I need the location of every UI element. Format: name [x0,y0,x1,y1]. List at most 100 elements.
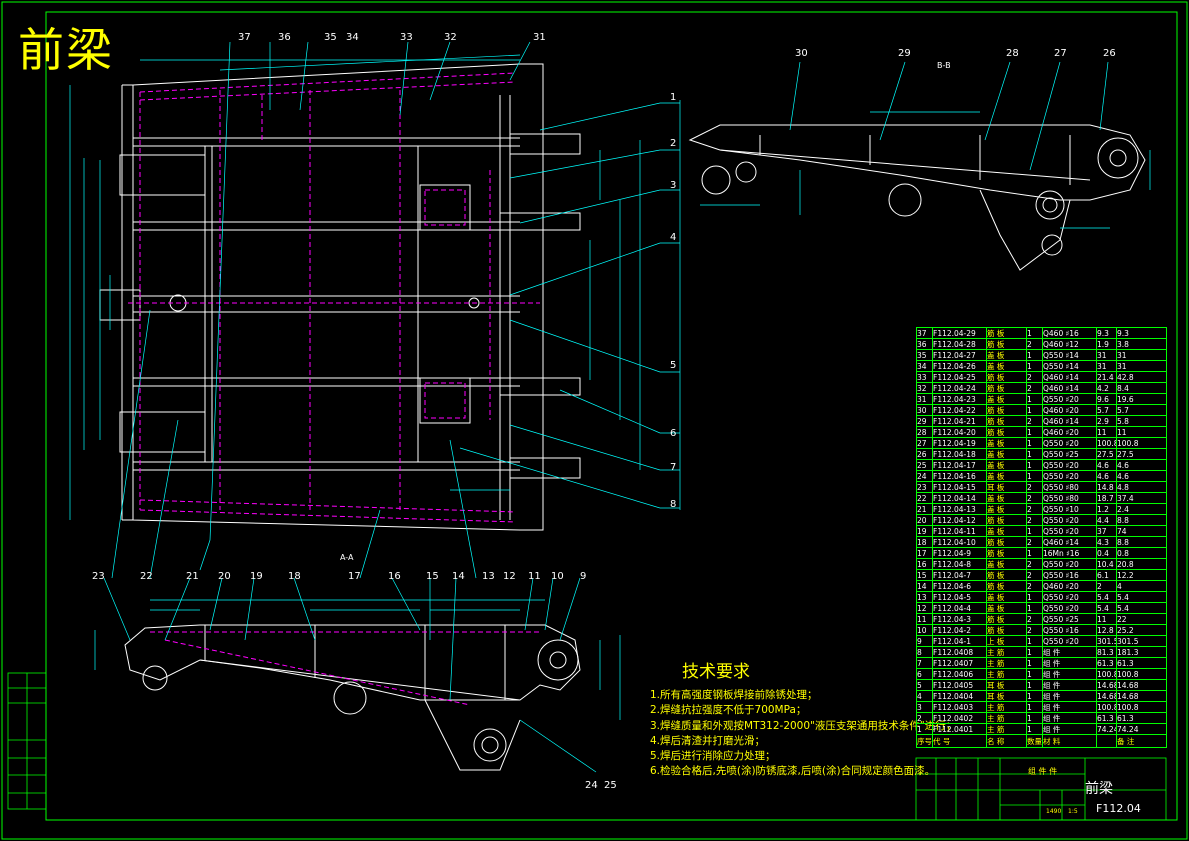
bom-cell: 100.8 [1116,701,1167,713]
bom-cell: 上 板 [986,635,1027,647]
bom-cell: 22 [1116,613,1167,625]
bb-dimensions [700,61,1151,229]
bom-cell: 74.24 [1096,723,1117,735]
bom-cell: F112.04-19 [932,437,987,449]
bom-cell: 1 [1026,393,1043,405]
tech-requirements: 技术要求 1.所有高强度钢板焊接前除锈处理； 2.焊缝抗拉强度不低于700MPa… [650,657,956,780]
bom-cell: 2 [1026,492,1043,504]
bom-cell: 27.5 [1096,448,1117,460]
bom-cell: 1 [1026,602,1043,614]
bom-cell: 1 [1026,657,1043,669]
bom-cell: 37.4 [1116,492,1167,504]
bom-cell: 筋 板 [986,514,1027,526]
bom-cell: 筋 板 [986,371,1027,383]
bom-cell: F112.04-29 [932,327,987,339]
bom-cell: 1 [1026,360,1043,372]
bom-cell: F112.04-9 [932,547,987,559]
bom-cell: 1 [1026,404,1043,416]
callout-29: 29 [898,48,911,59]
bom-cell: 16Mn ♯16 [1042,547,1097,559]
bom-cell: 组 件 [1042,657,1097,669]
bom-cell: 2 [1026,536,1043,548]
bom-cell: 盖 板 [986,503,1027,515]
bom-cell: 1 [1026,349,1043,361]
bom-cell: 盖 板 [986,591,1027,603]
bom-cell: F112.04-15 [932,481,987,493]
bom-cell: 27.5 [1116,448,1167,460]
bom-cell: F112.0407 [932,657,987,669]
bom-header-cell: 名 称 [986,734,1027,748]
title-block-assembly: 组 件 件 [1028,767,1058,776]
bom-cell: 14.68 [1116,690,1167,702]
bom-cell: 14.68 [1096,690,1117,702]
bom-cell: 4 [1116,580,1167,592]
bom-cell: Q550 ♯16 [1042,569,1097,581]
bom-cell: 组 件 [1042,690,1097,702]
callout-12: 12 [503,571,516,582]
bom-cell: 8.4 [1116,382,1167,394]
bom-cell: 筋 板 [986,415,1027,427]
bom-cell: 5.4 [1096,602,1117,614]
bom-cell: 100.8 [1096,701,1117,713]
bom-cell: 100.8 [1096,668,1117,680]
bom-cell: 1 [1026,690,1043,702]
bom-cell: 盖 板 [986,470,1027,482]
bom-cell: Q550 ♯80 [1042,492,1097,504]
bom-cell: 主 筋 [986,668,1027,680]
bom-cell: 11 [1096,613,1117,625]
bom-cell: Q550 ♯20 [1042,470,1097,482]
bom-cell: 11 [1096,426,1117,438]
bom-cell: 10 [916,624,933,636]
bom-cell: 主 筋 [986,712,1027,724]
bom-cell: 2 [1026,613,1043,625]
bom-cell: Q550 ♯16 [1042,624,1097,636]
bom-cell: 5.4 [1096,591,1117,603]
bom-cell: 耳 板 [986,690,1027,702]
tech-line-3: 3.焊缝质量和外观按MT312-2000"液压支架通用技术条件"进行； [650,719,957,732]
bom-cell: F112.04-7 [932,569,987,581]
title-block-code: F112.04 [1096,802,1141,815]
bom-cell: 2 [1026,569,1043,581]
bom-header-cell: 代 号 [932,734,987,748]
bom-cell: 10.4 [1096,558,1117,570]
callout-16: 16 [388,571,401,582]
bom-cell: F112.04-8 [932,558,987,570]
bom-cell: 8.8 [1116,514,1167,526]
title-block-weight: 1490 [1046,808,1062,815]
bom-cell: Q550 ♯25 [1042,448,1097,460]
bom-cell: 5.8 [1116,415,1167,427]
bom-cell: 74 [1116,525,1167,537]
bom-cell: 23 [916,481,933,493]
bom-cell: 19.6 [1116,393,1167,405]
bom-cell: 2 [1026,415,1043,427]
bom-cell: F112.04-22 [932,404,987,416]
bom-cell: 组 件 [1042,668,1097,680]
bom-cell: F112.04-20 [932,426,987,438]
title-block-scale: 1:5 [1068,808,1078,815]
bom-cell: 100.8 [1096,437,1117,449]
bom-cell: Q550 ♯14 [1042,349,1097,361]
bom-cell: 24 [916,470,933,482]
callout-6: 6 [670,428,676,439]
bom-cell: 筋 板 [986,338,1027,350]
bom-cell: 26 [916,448,933,460]
bom-cell: 耳 板 [986,679,1027,691]
bom-cell: Q550 ♯20 [1042,602,1097,614]
bom-cell: 32 [916,382,933,394]
bom-cell: 4.3 [1096,536,1117,548]
bom-cell: 2 [1026,558,1043,570]
bom-cell: 主 筋 [986,657,1027,669]
bom-cell: 15 [916,569,933,581]
